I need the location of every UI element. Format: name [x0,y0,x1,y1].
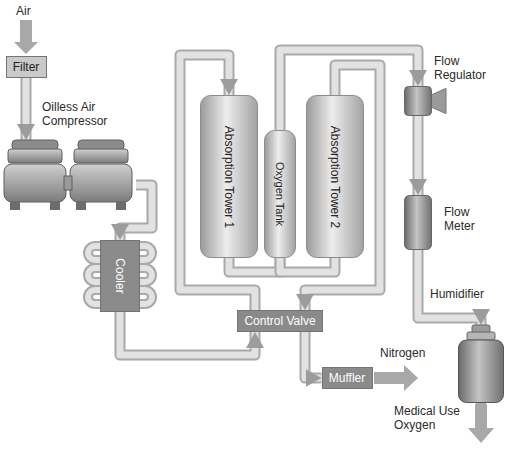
humidifier-bottle: Humidifier [458,325,504,403]
cylinder-body [307,96,364,258]
compressor-foot [116,202,126,210]
pipe-connector [26,78,27,140]
pipe-wall [229,258,280,272]
bottle-body [459,340,504,403]
pipe-bore [305,332,322,378]
compressor-coupling [64,176,72,190]
node-label: Absorption Tower 2 [328,125,342,228]
cylinder-body [201,96,258,258]
pipe-bore [415,116,422,195]
compressor-foot [50,202,60,210]
muffler-box: Muffler [322,367,373,389]
node-label: Cooler [113,258,127,293]
node-label: Flow Regulator [434,54,504,82]
pipe-wall [413,116,424,195]
air-inlet-arrow [14,20,38,54]
inlet-label: Air [16,4,31,18]
pipe-bore [280,258,335,272]
compressor-cylinder [74,149,128,163]
pipe-connector [418,116,419,195]
nitrogen-outlet-arrow [374,365,418,391]
meter-body [405,196,432,250]
bottle-neck [467,332,495,340]
pipe-bore [229,258,280,272]
pipe-heads [120,312,255,355]
cooler-box: Cooler [100,240,140,312]
shape-outline [458,325,504,403]
node-label: Filter [13,60,40,74]
node-label: Muffler [329,371,365,385]
regulator-knob [431,88,446,113]
decor-group [14,20,494,443]
shape-outline [404,86,432,116]
absorption-tower: Absorption Tower 2 [306,95,364,258]
flow-meter: Flow Meter [404,195,432,250]
pipe-wall [280,258,335,272]
compressor-foot [76,202,86,210]
compressor-foot [10,202,20,210]
pipe-heads [305,332,322,378]
control-valve-box: Control Valve [237,310,323,332]
filter-box: Filter [6,56,47,78]
compressor-motor [70,164,132,202]
node-label: Oilless Air Compressor [42,100,134,128]
oxygen-tank: Oxygen Tank [264,130,296,258]
pipe-bore [23,78,30,140]
compressor-cylinder [8,149,62,163]
pipe-bore [120,312,255,355]
pipe-heads [280,258,335,272]
oxygen-outlet-arrow [468,404,494,443]
cooler-body [101,241,140,312]
pipe-heads [26,78,27,140]
compressor-motor [4,164,66,202]
pipe-connector [305,332,322,378]
regulator-body [405,87,432,116]
edge-group [26,50,481,378]
node-label: Humidifier [430,287,484,301]
pipe-heads [229,258,280,272]
cylinder-body [265,131,296,258]
node-label: Oxygen Tank [273,162,287,226]
node-label: Control Valve [244,314,315,328]
pipe-wall [305,332,322,378]
shape-outline [4,140,136,212]
pipe-wall [21,78,32,140]
pipe-connector [229,258,280,272]
pipe-connector [280,258,335,272]
outlet-label: Nitrogen [380,346,425,360]
outlet-stub [476,403,486,405]
pipe-wall [120,312,255,355]
absorption-tower: Absorption Tower 1 [200,95,258,258]
node-label: Absorption Tower 1 [222,125,236,228]
outlet-label: Medical Use Oxygen [394,404,472,432]
shape-outline [404,195,432,250]
pipe-heads [418,116,419,195]
compressor-unit: Oilless Air Compressor [4,140,136,212]
flow-regulator: Flow Regulator [404,86,432,116]
node-label: Flow Meter [444,205,496,233]
pipe-connector [120,312,255,355]
